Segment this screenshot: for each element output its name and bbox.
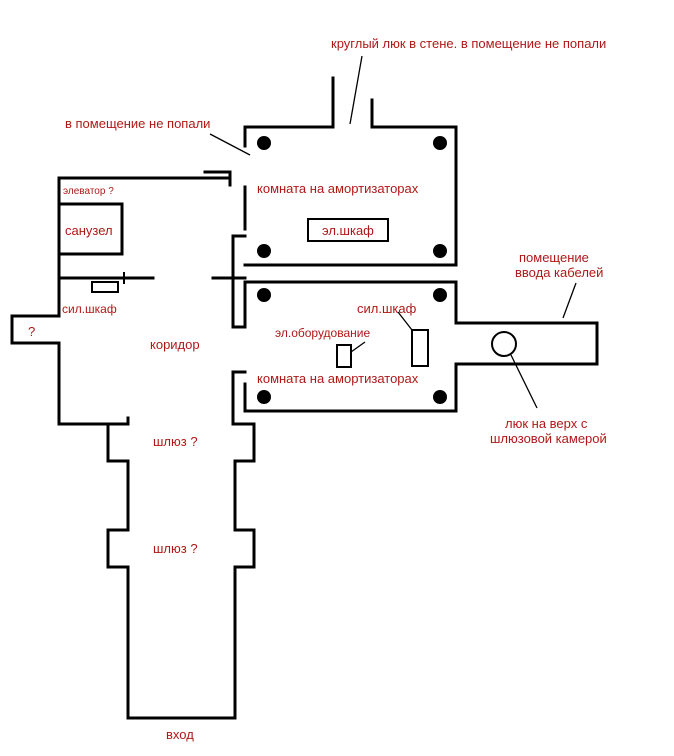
upper-airlock-left	[106, 416, 256, 720]
pointer-cable-room	[562, 282, 577, 319]
shock-absorber-mount	[257, 288, 271, 302]
label-bathroom: санузел	[65, 223, 113, 238]
label-cable-room-line1: помещение	[519, 250, 589, 265]
lower-corridor-wall	[231, 370, 256, 426]
label-corridor: коридор	[150, 337, 200, 352]
label-entrance: вход	[166, 727, 194, 742]
pointer-el-equipment	[350, 341, 366, 353]
label-question-mark: ?	[28, 324, 35, 339]
left-block	[10, 170, 256, 426]
label-power-cabinet-left: сил.шкаф	[62, 302, 117, 316]
pointer-not-entered	[209, 133, 251, 156]
pointer-lines	[209, 55, 577, 409]
airlock-passage	[106, 416, 256, 720]
shock-absorber-mount	[257, 390, 271, 404]
label-airlock-upper: шлюз ?	[153, 434, 198, 449]
label-shock-room-bottom: комната на амортизаторах	[257, 371, 419, 386]
top-hatch-circle	[491, 331, 517, 357]
label-round-hatch: круглый люк в стене. в помещение не попа…	[331, 36, 606, 51]
label-elevator: элеватор ?	[63, 186, 114, 197]
shock-absorber-mount	[257, 136, 271, 150]
label-shock-room-top: комната на амортизаторах	[257, 181, 419, 196]
shock-absorber-mount	[433, 288, 447, 302]
corridor-outer-walls	[10, 176, 232, 426]
labels: круглый люк в стене. в помещение не попа…	[28, 36, 607, 742]
label-hatch-line2: шлюзовой камерой	[490, 431, 607, 446]
label-power-cabinet-right: сил.шкаф	[357, 301, 417, 316]
label-not-entered: в помещение не попали	[65, 116, 210, 131]
el-cabinet-box	[307, 218, 389, 242]
lower-room-walls	[243, 280, 599, 413]
label-airlock-lower: шлюз ?	[153, 541, 198, 556]
shock-absorber-mount	[433, 136, 447, 150]
label-el-equipment: эл.оборудование	[275, 326, 370, 340]
pointer-round-hatch	[349, 55, 363, 125]
el-equipment-box	[336, 344, 352, 368]
shock-absorber-mount	[433, 244, 447, 258]
lower-shock-room	[243, 280, 599, 413]
upper-shock-room	[243, 76, 458, 267]
shock-absorber-mount	[433, 390, 447, 404]
label-cable-room-line2: ввода кабелей	[515, 265, 603, 280]
upper-room-walls	[243, 125, 458, 267]
label-el-cabinet: эл.шкаф	[322, 223, 374, 238]
pointer-power-cabinet	[397, 311, 413, 331]
pointer-top-hatch	[510, 354, 538, 409]
power-cabinet-right-box	[411, 329, 429, 367]
power-cabinet-left-box	[91, 281, 119, 293]
label-hatch-line1: люк на верх с	[505, 416, 588, 431]
central-pillar	[231, 234, 247, 329]
shock-absorber-mount	[257, 244, 271, 258]
